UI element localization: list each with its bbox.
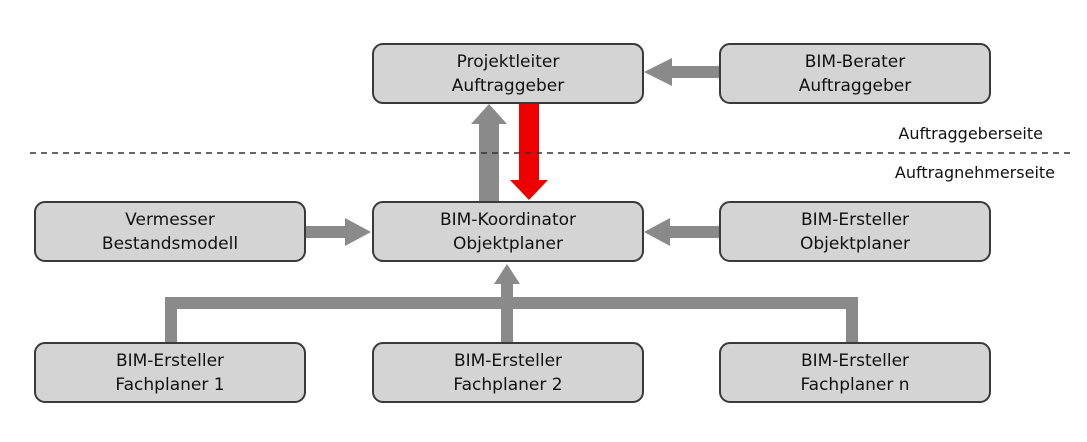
node-fachplaner-n-line2: Fachplaner n — [800, 375, 909, 395]
label-auftraggeberseite: Auftraggeberseite — [898, 124, 1043, 143]
arrow-ersteller-objekt-to-koordinator — [644, 218, 720, 246]
fachplaner-n-riser — [846, 297, 858, 343]
node-bim-ersteller-objektplaner-line1: BIM-Ersteller — [801, 210, 909, 230]
node-fachplaner-2-line2: Fachplaner 2 — [453, 375, 562, 395]
node-projektleiter-line2: Auftraggeber — [452, 76, 564, 96]
node-bim-koordinator-line2: Objektplaner — [453, 234, 563, 254]
node-bim-berater-line1: BIM-Berater — [805, 52, 906, 72]
node-bim-ersteller-objektplaner: BIM-Ersteller Objektplaner — [719, 201, 991, 262]
node-fachplaner-2-line1: BIM-Ersteller — [454, 351, 562, 371]
node-fachplaner-1: BIM-Ersteller Fachplaner 1 — [34, 342, 306, 403]
arrow-fachplaner-to-koordinator — [494, 264, 520, 297]
node-fachplaner-n-line1: BIM-Ersteller — [801, 351, 909, 371]
node-vermesser-line1: Vermesser — [125, 210, 215, 230]
arrow-koordinator-to-projektleiter — [471, 104, 507, 202]
arrow-projektleiter-to-koordinator — [510, 104, 548, 200]
node-fachplaner-2: BIM-Ersteller Fachplaner 2 — [372, 342, 644, 403]
fachplaner-1-riser — [165, 297, 177, 343]
node-projektleiter-line1: Projektleiter — [457, 52, 560, 72]
node-bim-berater-line2: Auftraggeber — [799, 76, 911, 96]
label-auftragnehmerseite: Auftragnehmerseite — [895, 163, 1055, 182]
node-fachplaner-1-line2: Fachplaner 1 — [115, 375, 224, 395]
arrow-berater-to-projektleiter — [644, 58, 720, 86]
node-projektleiter: Projektleiter Auftraggeber — [372, 43, 644, 104]
arrows — [305, 58, 720, 297]
connectors — [165, 280, 858, 343]
node-vermesser: Vermesser Bestandsmodell — [34, 201, 306, 262]
node-fachplaner-1-line1: BIM-Ersteller — [116, 351, 224, 371]
node-vermesser-line2: Bestandsmodell — [102, 234, 238, 254]
node-bim-koordinator-line1: BIM-Koordinator — [440, 210, 576, 230]
node-bim-ersteller-objektplaner-line2: Objektplaner — [800, 234, 910, 254]
node-bim-koordinator: BIM-Koordinator Objektplaner — [372, 201, 644, 262]
node-bim-berater: BIM-Berater Auftraggeber — [719, 43, 991, 104]
node-fachplaner-n: BIM-Ersteller Fachplaner n — [719, 342, 991, 403]
arrow-vermesser-to-koordinator — [305, 218, 371, 246]
